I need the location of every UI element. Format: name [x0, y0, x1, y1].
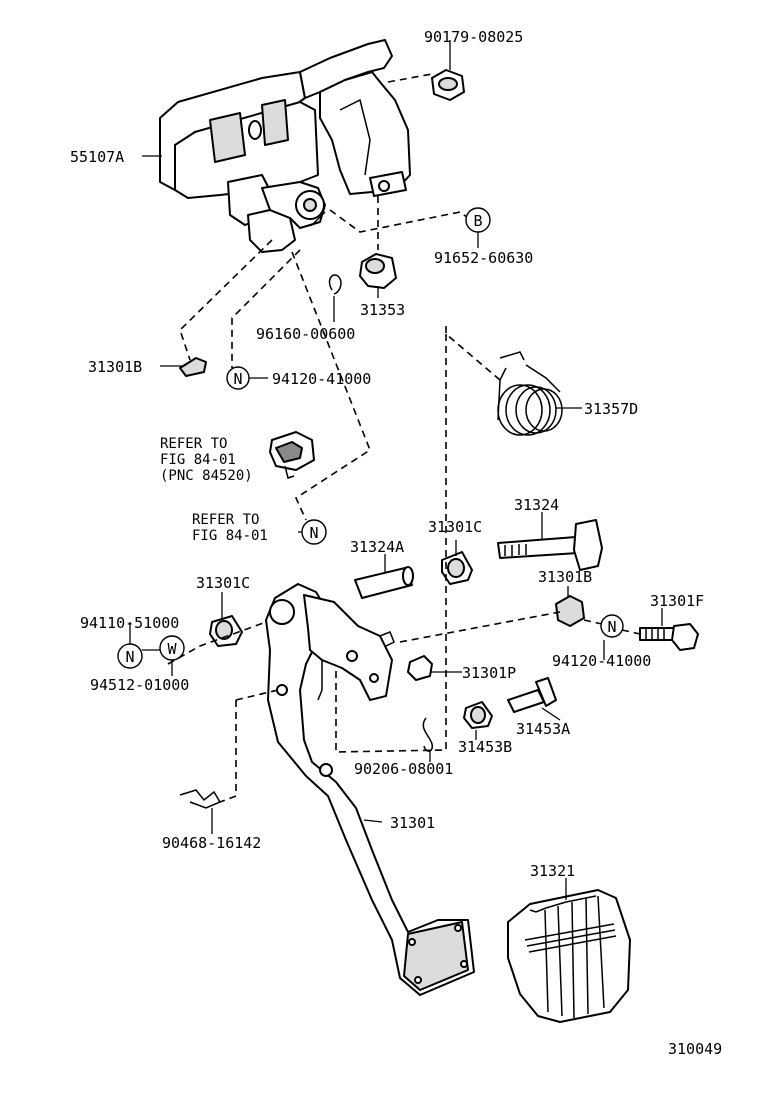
label-31301p: 31301P [462, 664, 516, 682]
label-31324a: 31324A [350, 538, 404, 556]
pin-31453a-drawing [507, 677, 557, 713]
refer-note-2-line-1: REFER TO [192, 512, 259, 528]
label-31453b: 31453B [458, 738, 512, 756]
bolt-31301f-drawing [639, 623, 699, 651]
label-94512-01000: 94512-01000 [90, 676, 189, 694]
bushing-31453b-drawing [463, 701, 493, 729]
label-31301c-mid: 31301C [428, 518, 482, 536]
n-symbol-letter: N [125, 648, 134, 666]
bushing-31301c-left-drawing [209, 615, 243, 647]
switch-assembly-drawing [269, 431, 315, 479]
bushing-31301b-right-drawing [555, 595, 585, 627]
label-31301c-left: 31301C [196, 574, 250, 592]
callout-w-symbol: W [159, 635, 185, 661]
label-91652-60630: 91652-60630 [434, 249, 533, 267]
label-96160-00600: 96160-00600 [256, 325, 355, 343]
bolt-31324-drawing [497, 519, 603, 571]
bushing-31301b-top-drawing [179, 357, 207, 377]
pedal-support-bracket-drawing [159, 39, 411, 253]
callout-n-symbol-refer: N [301, 519, 327, 545]
clutch-pedal-lever-drawing [265, 583, 475, 996]
pedal-pad-31321-drawing [507, 889, 631, 1023]
label-94120-41000-right: 94120-41000 [552, 652, 651, 670]
label-31453a: 31453A [516, 720, 570, 738]
callout-n-symbol-top: N [226, 366, 250, 390]
refer-note-1-line-1: REFER TO [160, 436, 227, 452]
label-94110-51000: 94110-51000 [80, 614, 179, 632]
label-90206-08001: 90206-08001 [354, 760, 453, 778]
clip-90468-16142-drawing [179, 789, 222, 809]
n-symbol-letter: N [607, 618, 616, 636]
label-55107a: 55107A [70, 148, 124, 166]
label-31357d: 31357D [584, 400, 638, 418]
n-symbol-letter: N [233, 370, 242, 388]
bushing-31301p-drawing [407, 655, 433, 681]
collar-31324a-drawing [354, 566, 414, 599]
bushing-31301c-mid-drawing [441, 551, 473, 585]
label-31353: 31353 [360, 301, 405, 319]
bushing-31353-drawing [359, 253, 397, 289]
leader-lines [129, 40, 663, 900]
callout-b-symbol: B [465, 207, 491, 233]
label-90179-08025: 90179-08025 [424, 28, 523, 46]
label-31301: 31301 [390, 814, 435, 832]
refer-note-1-line-2: FIG 84-01 [160, 452, 236, 468]
return-spring-31357d-drawing [497, 351, 563, 436]
label-31301b-right: 31301B [538, 568, 592, 586]
nut-90179-08025-drawing [431, 69, 465, 101]
label-31324: 31324 [514, 496, 559, 514]
n-symbol-letter: N [309, 524, 318, 542]
assembly-dashed-lines [167, 73, 641, 803]
figure-number: 310049 [668, 1040, 722, 1058]
label-31301b-top: 31301B [88, 358, 142, 376]
label-31301f: 31301F [650, 592, 704, 610]
part-number-labels: 90179-08025 55107A 91652-60630 31353 961… [70, 28, 722, 1058]
label-94120-41000-top: 94120-41000 [272, 370, 371, 388]
w-symbol-letter: W [167, 640, 177, 658]
label-90468-16142: 90468-16142 [162, 834, 261, 852]
b-symbol-letter: B [473, 212, 482, 230]
label-31321: 31321 [530, 862, 575, 880]
refer-note-2-line-2: FIG 84-01 [192, 528, 268, 544]
clip-96160-00600-drawing [328, 274, 342, 295]
callout-n-symbol-left: N [117, 643, 143, 669]
callout-n-symbol-right: N [600, 614, 624, 638]
clip-90206-08001-drawing [422, 717, 434, 752]
refer-note-1-line-3: (PNC 84520) [160, 468, 253, 484]
